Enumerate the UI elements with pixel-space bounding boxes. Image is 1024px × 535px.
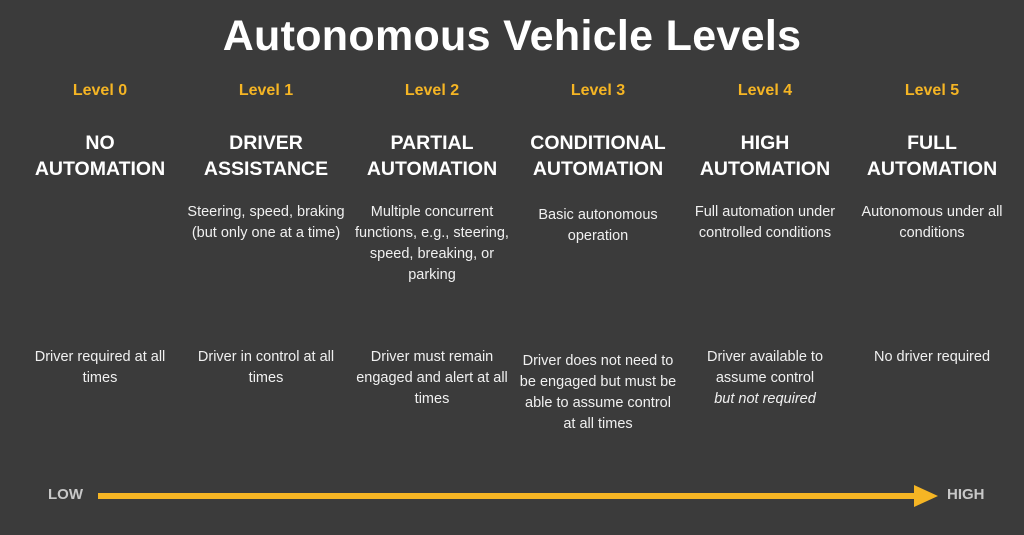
driver-role-text: No driver required xyxy=(873,349,991,365)
level-name-line-2: ASSISTANCE xyxy=(203,158,329,180)
level-description: Multiple concurrent functions, e.g., ste… xyxy=(355,204,509,283)
level-description: Autonomous under all conditions xyxy=(861,204,1003,241)
level-label: Level 4 xyxy=(737,82,793,99)
driver-role: Driver required at all times xyxy=(20,347,180,389)
level-name-line-1: HIGH xyxy=(740,132,790,154)
driver-role-text: Driver required at all times xyxy=(34,349,166,386)
level-name-line-2: AUTOMATION xyxy=(866,158,998,180)
driver-role-italic: but not required xyxy=(714,391,816,407)
level-label: Level 2 xyxy=(404,82,460,99)
level-column-3: Level 3 CONDITIONAL AUTOMATION Basic aut… xyxy=(515,78,681,432)
scale-arrow-head xyxy=(914,485,938,507)
level-name: PARTIAL AUTOMATION xyxy=(349,130,515,182)
level-column-1: Level 1 DRIVER ASSISTANCE Steering, spee… xyxy=(183,78,349,386)
level-description: Full automation under controlled conditi… xyxy=(694,204,836,241)
level-description: Basic autonomous operation xyxy=(538,207,658,244)
driver-role: Driver does not need to be engaged but m… xyxy=(518,351,678,435)
level-name: FULL AUTOMATION xyxy=(849,130,1015,182)
level-name-line-1: DRIVER xyxy=(229,132,303,154)
level-name-line-2: AUTOMATION xyxy=(366,158,498,180)
diagram-title: Autonomous Vehicle Levels xyxy=(222,12,802,60)
level-column-4: Level 4 HIGH AUTOMATION Full automation … xyxy=(682,78,848,407)
driver-role-text: Driver in control at all times xyxy=(197,349,335,386)
level-name: HIGH AUTOMATION xyxy=(682,130,848,182)
level-column-5: Level 5 FULL AUTOMATION Autonomous under… xyxy=(849,78,1015,365)
level-description: Steering, speed, braking (but only one a… xyxy=(187,204,345,241)
driver-role: Driver available to assume control but n… xyxy=(685,347,845,410)
driver-role: Driver must remain engaged and alert at … xyxy=(352,347,512,410)
level-label: Level 3 xyxy=(570,82,626,99)
level-name-line-1: CONDITIONAL xyxy=(530,132,666,154)
scale-low-label: LOW xyxy=(48,486,83,503)
level-name: NO AUTOMATION xyxy=(17,130,183,182)
level-label: Level 0 xyxy=(72,82,128,99)
level-label: Level 5 xyxy=(904,82,960,99)
level-column-2: Level 2 PARTIAL AUTOMATION Multiple conc… xyxy=(349,78,515,407)
level-name: CONDITIONAL AUTOMATION xyxy=(515,130,681,182)
driver-role: Driver in control at all times xyxy=(186,347,346,389)
scale-high-label: HIGH xyxy=(947,486,985,503)
level-name-line-1: PARTIAL xyxy=(390,132,474,154)
level-name-line-2: AUTOMATION xyxy=(34,158,166,180)
level-name: DRIVER ASSISTANCE xyxy=(183,130,349,182)
driver-role-text: Driver available to assume control xyxy=(706,349,824,386)
level-name-line-2: AUTOMATION xyxy=(532,158,664,180)
level-column-0: Level 0 NO AUTOMATION Driver required at… xyxy=(17,78,183,386)
level-label: Level 1 xyxy=(238,82,294,99)
level-name-line-1: FULL xyxy=(907,132,957,154)
driver-role-text: Driver does not need to be engaged but m… xyxy=(519,353,677,432)
driver-role-text: Driver must remain engaged and alert at … xyxy=(356,349,508,407)
driver-role: No driver required xyxy=(852,347,1012,368)
level-name-line-2: AUTOMATION xyxy=(699,158,831,180)
level-name-line-1: NO xyxy=(85,132,115,154)
